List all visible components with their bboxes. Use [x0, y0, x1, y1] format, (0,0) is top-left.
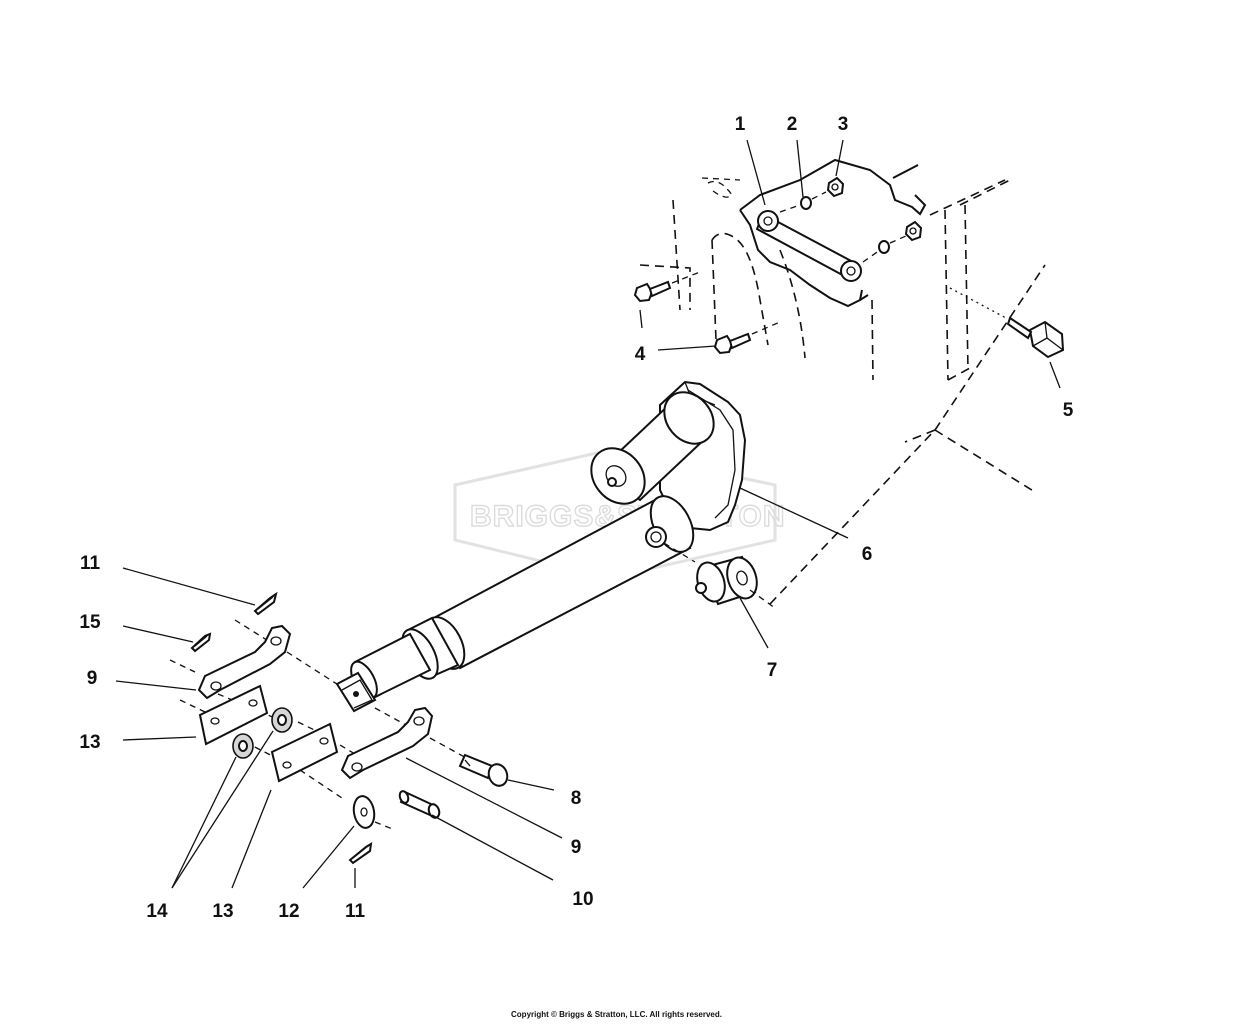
callout-13-bottom: 13 — [212, 901, 233, 922]
callout-11-lower: 11 — [345, 901, 366, 922]
copyright-notice: Copyright © Briggs & Stratton, LLC. All … — [511, 1010, 722, 1019]
linear-actuator-part-6 — [335, 380, 747, 713]
callout-4: 4 — [635, 344, 646, 365]
callout-12: 12 — [278, 901, 299, 922]
leader-lines — [115, 139, 1061, 889]
callout-11-upper: 11 — [80, 553, 101, 574]
washer-part-12 — [352, 795, 376, 829]
callout-2: 2 — [787, 114, 798, 135]
callout-8: 8 — [571, 788, 582, 809]
callout-13-left: 13 — [79, 732, 100, 753]
callout-9-lower: 9 — [571, 837, 582, 858]
callout-15: 15 — [79, 612, 101, 633]
bushing-part-14 — [232, 707, 293, 759]
callout-7: 7 — [767, 660, 778, 681]
callout-labels: 1 2 3 4 5 6 7 8 9 10 11 15 9 13 14 13 12… — [79, 114, 1073, 922]
callout-5: 5 — [1063, 400, 1074, 421]
clevis-pin-part-8 — [458, 753, 509, 787]
cotter-pin-part-15 — [190, 632, 212, 653]
bolt-part-5 — [949, 287, 1065, 359]
pin-part-10 — [398, 790, 441, 819]
link-bar-part-1 — [755, 204, 881, 282]
bracket-part-9-lower — [340, 706, 434, 780]
nut-part-3 — [826, 176, 923, 242]
bolt-part-4 — [633, 271, 781, 355]
callout-1: 1 — [735, 114, 746, 135]
bracket-part-9-upper — [197, 624, 292, 700]
callout-9-upper: 9 — [87, 668, 98, 689]
callout-3: 3 — [838, 114, 849, 135]
plate-part-13-right — [270, 722, 339, 783]
washer-part-2 — [800, 191, 907, 254]
cotter-pin-part-11-lower — [348, 842, 373, 865]
plate-part-13-left — [198, 684, 269, 746]
spacer-part-7 — [695, 429, 936, 609]
frame-bracket — [639, 158, 1046, 493]
cotter-pin-part-11-upper — [253, 591, 278, 616]
callout-14: 14 — [146, 901, 168, 922]
callout-6: 6 — [862, 544, 873, 565]
callout-10: 10 — [572, 889, 593, 910]
